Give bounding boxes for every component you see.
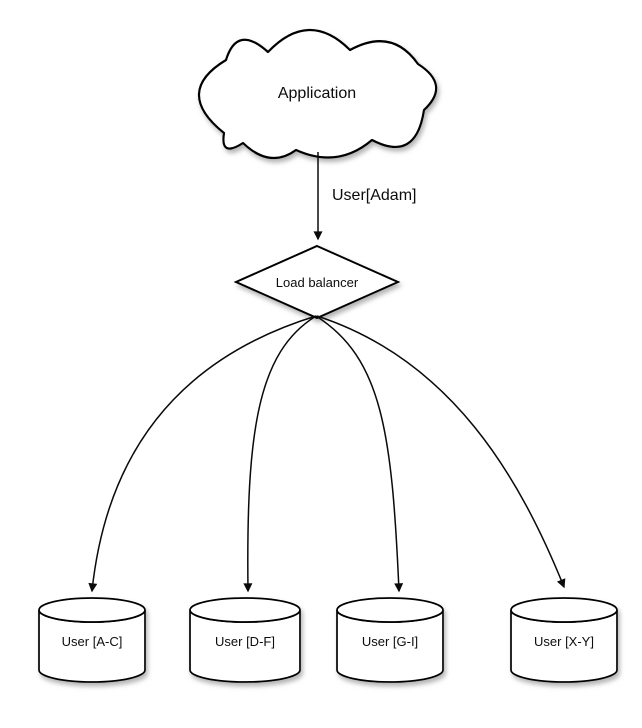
shard-3-label: User [G-I] <box>362 634 418 649</box>
lb-to-shard-4-arrow <box>316 315 566 589</box>
cylinder-top <box>38 597 146 623</box>
lb-to-shard-1-arrow <box>88 315 317 593</box>
db-shard-2: User [D-F] <box>189 597 301 683</box>
shard-1-label: User [A-C] <box>62 634 123 649</box>
lb-to-shard-3-arrow <box>315 315 404 593</box>
shard-4-label: User [X-Y] <box>534 634 594 649</box>
shard-2-label: User [D-F] <box>215 634 275 649</box>
application-label: Application <box>278 85 356 102</box>
application-node: Application <box>198 28 438 160</box>
cylinder-top <box>189 597 301 623</box>
db-shard-1: User [A-C] <box>38 597 146 683</box>
cloud-icon <box>198 28 438 160</box>
cylinder-top <box>510 597 618 623</box>
load-balancer-label: Load balancer <box>276 275 359 290</box>
db-shard-4: User [X-Y] <box>510 597 618 683</box>
diamond-icon <box>233 244 401 320</box>
request-edge-label: User[Adam] <box>332 187 416 204</box>
cylinder-top <box>336 597 444 623</box>
lb-to-shard-2-arrow <box>243 315 317 593</box>
db-shard-3: User [G-I] <box>336 597 444 683</box>
load-balancer-node: Load balancer <box>233 244 401 320</box>
